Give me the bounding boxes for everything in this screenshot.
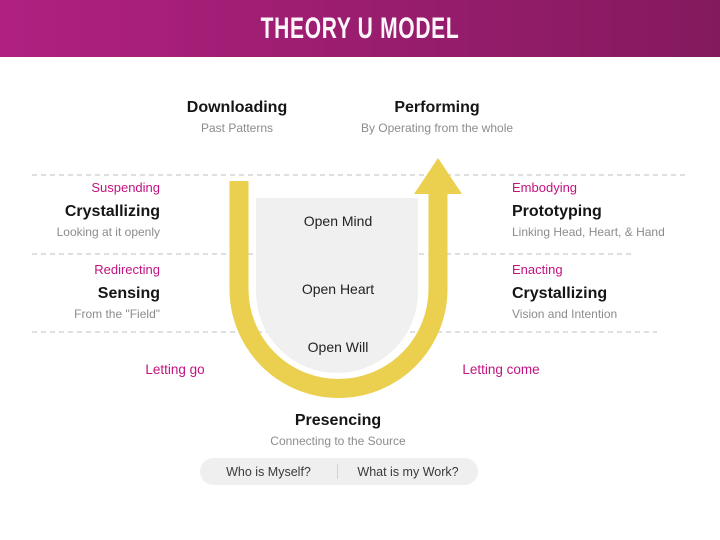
stage-prototyping-title: Prototyping xyxy=(512,203,602,220)
u-level-open-heart: Open Heart xyxy=(301,281,375,297)
u-level-open-will: Open Will xyxy=(307,339,369,355)
stage-left-row1: Suspending Crystallizing Looking at it o… xyxy=(0,180,160,240)
u-curve xyxy=(229,181,448,398)
questions-pill: Who is Myself? What is my Work? xyxy=(200,458,478,485)
letting-come-label: Letting come xyxy=(462,362,540,377)
stage-embodying-label: Embodying xyxy=(512,180,578,195)
stage-left-row2: Redirecting Sensing From the "Field" xyxy=(0,262,160,322)
letting-go-label: Letting go xyxy=(145,362,205,377)
stage-performing: Performing By Operating from the whole xyxy=(337,98,537,136)
question-what-is-my-work: What is my Work? xyxy=(357,464,459,479)
stage-presencing-title: Presencing xyxy=(294,412,382,429)
stage-sensing-title: Sensing xyxy=(97,285,160,302)
question-who-is-myself: Who is Myself? xyxy=(226,464,311,479)
stage-crystallizing-left-title: Crystallizing xyxy=(64,203,160,220)
stage-downloading: Downloading Past Patterns xyxy=(137,98,337,136)
stage-performing-title: Performing xyxy=(394,99,480,116)
page-title: THEORY U MODEL xyxy=(260,11,460,45)
stage-suspending-label: Suspending xyxy=(91,180,160,195)
stage-performing-subtitle: By Operating from the whole xyxy=(360,121,514,135)
stage-sensing-subtitle: From the "Field" xyxy=(74,307,160,321)
stage-right-row2: Enacting Crystallizing Vision and Intent… xyxy=(512,262,712,322)
u-inner-fill xyxy=(256,198,418,373)
stage-prototyping-subtitle: Linking Head, Heart, & Hand xyxy=(512,225,665,239)
stage-downloading-subtitle: Past Patterns xyxy=(200,121,274,135)
pill-divider xyxy=(337,464,338,479)
stage-downloading-title: Downloading xyxy=(186,99,288,116)
stage-presencing-subtitle: Connecting to the Source xyxy=(270,434,406,448)
stage-crystallizing-right-subtitle: Vision and Intention xyxy=(512,307,618,321)
stage-right-row1: Embodying Prototyping Linking Head, Hear… xyxy=(512,180,712,240)
stage-crystallizing-right-title: Crystallizing xyxy=(512,285,608,302)
stage-presencing: Presencing Connecting to the Source xyxy=(238,411,438,449)
stage-enacting-label: Enacting xyxy=(512,262,563,277)
u-arrowhead-icon xyxy=(414,158,462,194)
stage-crystallizing-left-subtitle: Looking at it openly xyxy=(56,225,160,239)
header-bar: THEORY U MODEL xyxy=(0,0,720,57)
stage-redirecting-label: Redirecting xyxy=(94,262,160,277)
u-level-open-mind: Open Mind xyxy=(303,213,373,229)
